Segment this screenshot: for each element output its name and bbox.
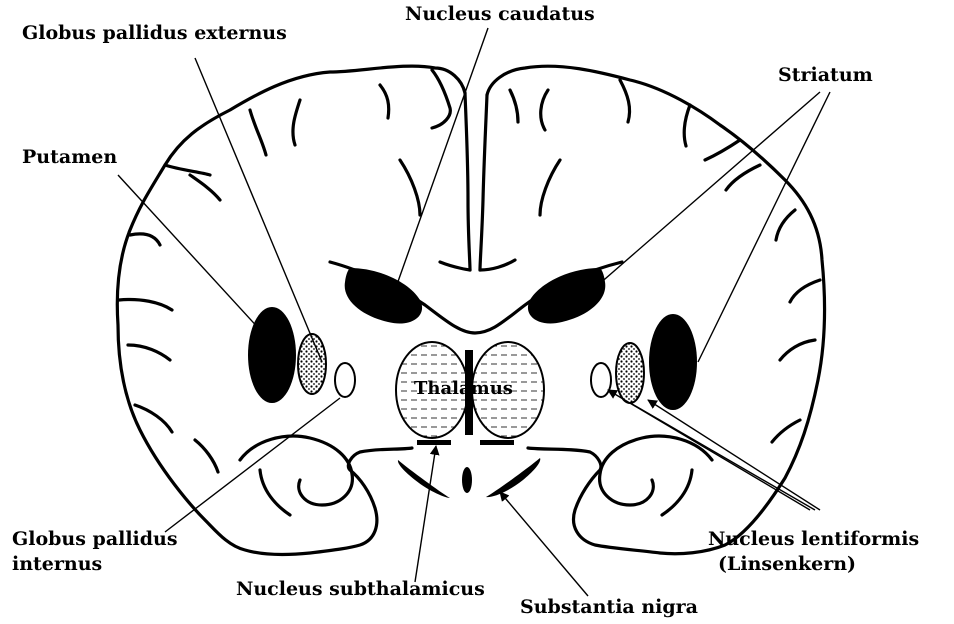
label-nucleus-lentiformis-2: (Linsenkern)	[718, 553, 856, 575]
label-nucleus-caudatus: Nucleus caudatus	[405, 3, 595, 25]
right-temporal-curve	[600, 436, 712, 505]
label-nucleus-subthalamicus: Nucleus subthalamicus	[236, 578, 485, 600]
substantia-nigra-right	[486, 458, 540, 497]
subthalamic-left	[417, 440, 451, 445]
label-globus-pallidus-externus: Globus pallidus externus	[22, 22, 287, 44]
left-temporal-curve	[240, 436, 352, 505]
label-putamen: Putamen	[22, 146, 117, 168]
substantia-nigra-left	[398, 460, 450, 498]
putamen-right	[649, 314, 697, 410]
label-thalamus: Thalamus	[414, 378, 513, 399]
subthalamic-right	[480, 440, 514, 445]
caudate-right	[528, 268, 605, 323]
gpe-right	[616, 343, 644, 403]
gpe-left	[298, 334, 326, 394]
label-substantia-nigra: Substantia nigra	[520, 596, 698, 618]
label-globus-pallidus-internus-1: Globus pallidus	[12, 528, 178, 550]
label-nucleus-lentiformis-1: Nucleus lentiformis	[708, 528, 919, 550]
gpi-left	[335, 363, 355, 397]
putamen-left	[248, 307, 296, 403]
caudate-left	[345, 268, 422, 323]
gpi-right	[591, 363, 611, 397]
label-globus-pallidus-internus-2: internus	[12, 553, 102, 575]
label-striatum: Striatum	[778, 64, 873, 86]
